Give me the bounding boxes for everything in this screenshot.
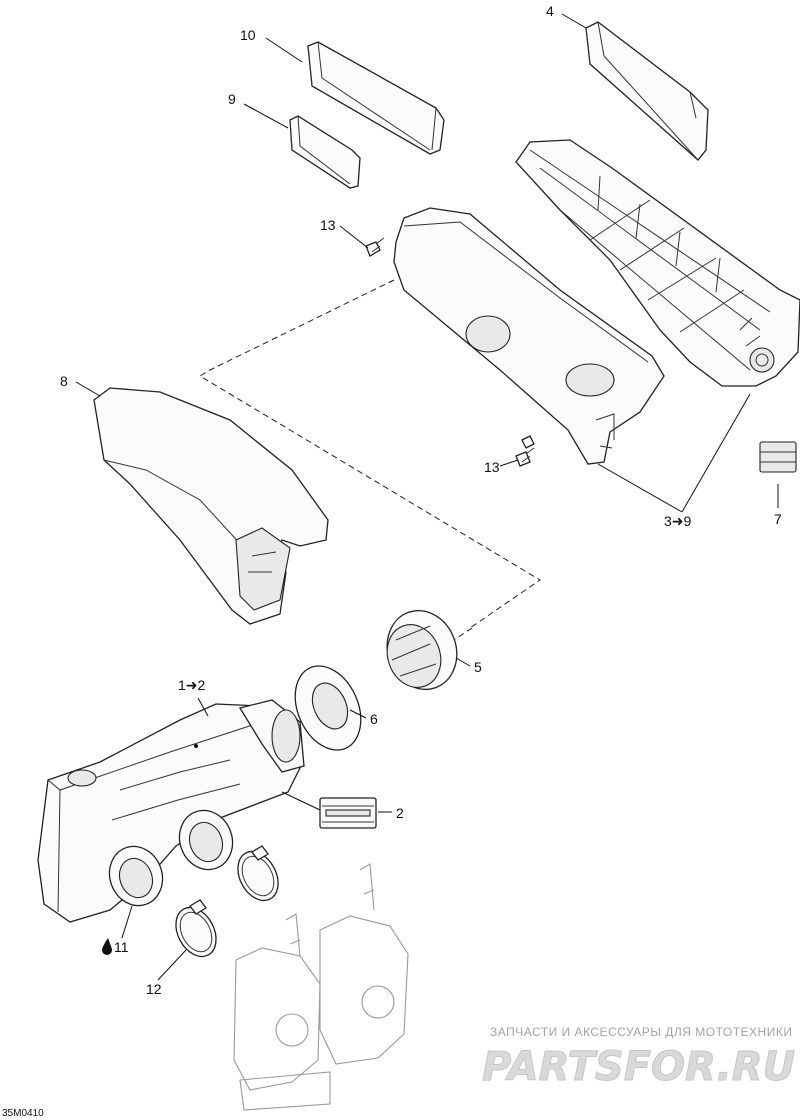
part-13-bolt-lower — [515, 435, 535, 467]
label-7: 7 — [774, 511, 782, 527]
part-4-foam-strip — [585, 21, 709, 161]
part-13-bolt-upper — [365, 237, 385, 257]
figure-code: 35M0410 — [2, 1108, 44, 1119]
assembly-dashed-lines — [199, 279, 541, 641]
label-3-9: 3➜9 — [664, 513, 692, 529]
watermark-caption: ЗАПЧАСТИ И АКСЕССУАРЫ ДЛЯ МОТОТЕХНИКИ — [490, 1025, 792, 1039]
part-8-silencer-body — [93, 387, 329, 625]
label-6: 6 — [370, 711, 378, 727]
label-5: 5 — [474, 659, 482, 675]
carburetor-assembly-ghost — [233, 863, 409, 1111]
part-3-9-silencer-tray — [515, 139, 800, 387]
label-10: 10 — [240, 27, 256, 43]
part-1-2-air-box — [37, 699, 305, 923]
label-13-upper: 13 — [320, 217, 336, 233]
label-4: 4 — [546, 3, 554, 19]
part-6-gasket-ring — [294, 665, 362, 751]
label-8: 8 — [60, 373, 68, 389]
part-10-filter-foam — [307, 41, 445, 155]
oil-drop-icon — [102, 938, 112, 955]
label-1-2: 1➜2 — [178, 677, 206, 693]
label-13-lower: 13 — [484, 459, 500, 475]
label-12: 12 — [146, 981, 162, 997]
part-7-decal — [759, 441, 797, 473]
part-9-small-foam — [289, 115, 361, 189]
part-2-decal — [319, 797, 377, 829]
leader-lines — [75, 13, 779, 981]
part-upper-cover — [393, 207, 665, 465]
label-2: 2 — [396, 805, 404, 821]
part-5-inlet-boot — [386, 610, 458, 690]
label-9: 9 — [228, 91, 236, 107]
watermark-brand: PARTSFOR.RU — [482, 1044, 795, 1090]
part-clamp-upper — [237, 845, 279, 902]
label-11: 11 — [114, 939, 129, 955]
part-12-clamp-lower — [175, 899, 217, 958]
